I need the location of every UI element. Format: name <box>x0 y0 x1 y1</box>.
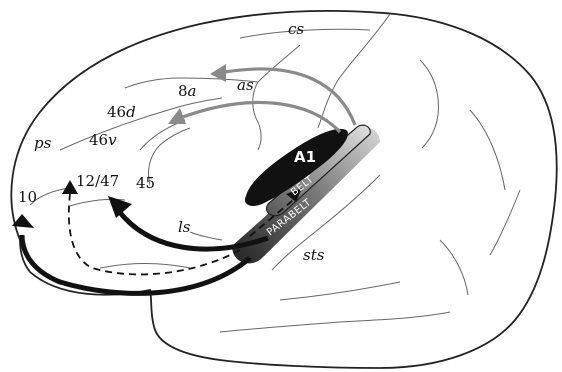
ventral-sulcus <box>100 264 190 269</box>
label-sts: sts <box>303 246 325 264</box>
black-arrowhead-10 <box>12 214 34 228</box>
label-ls: ls <box>178 218 191 236</box>
occipital-sulcus <box>490 190 520 255</box>
label-45: 45 <box>136 174 155 192</box>
label-8a-sub: a <box>188 82 197 100</box>
parietal-sulcus-2 <box>470 110 505 190</box>
label-46d: 46d <box>107 103 136 121</box>
label-46d-num: 46 <box>107 103 126 121</box>
label-46v-sub: v <box>108 131 117 149</box>
inferior-sulcus <box>440 240 468 295</box>
label-cs: cs <box>288 20 304 38</box>
label-10: 10 <box>18 188 37 206</box>
black-arrows <box>22 210 268 293</box>
black-arrow-to-12-47 <box>118 210 268 249</box>
orbital-sulcus <box>140 120 185 150</box>
dashed-arrow-to-12-47 <box>69 194 240 274</box>
label-a1: A1 <box>294 148 316 166</box>
upper-curve <box>240 29 370 38</box>
label-ps: ps <box>34 134 52 152</box>
lateral-sulcus <box>190 232 222 240</box>
central-sulcus <box>318 14 390 128</box>
label-8a: 8a <box>178 82 197 100</box>
temporal-sulcus-lower <box>280 282 400 300</box>
label-46v-num: 46 <box>89 131 108 149</box>
label-8a-num: 8 <box>178 82 188 100</box>
label-12-47: 12/47 <box>76 172 119 190</box>
arcuate-sulcus <box>253 45 300 150</box>
principal-sulcus <box>60 98 222 150</box>
temporal-sulcus-bottom <box>220 312 450 332</box>
label-46v: 46v <box>89 131 117 149</box>
label-as: as <box>237 76 254 94</box>
black-arrow-to-10 <box>22 235 250 293</box>
label-46d-sub: d <box>126 103 136 121</box>
parietal-sulcus-1 <box>420 60 438 148</box>
